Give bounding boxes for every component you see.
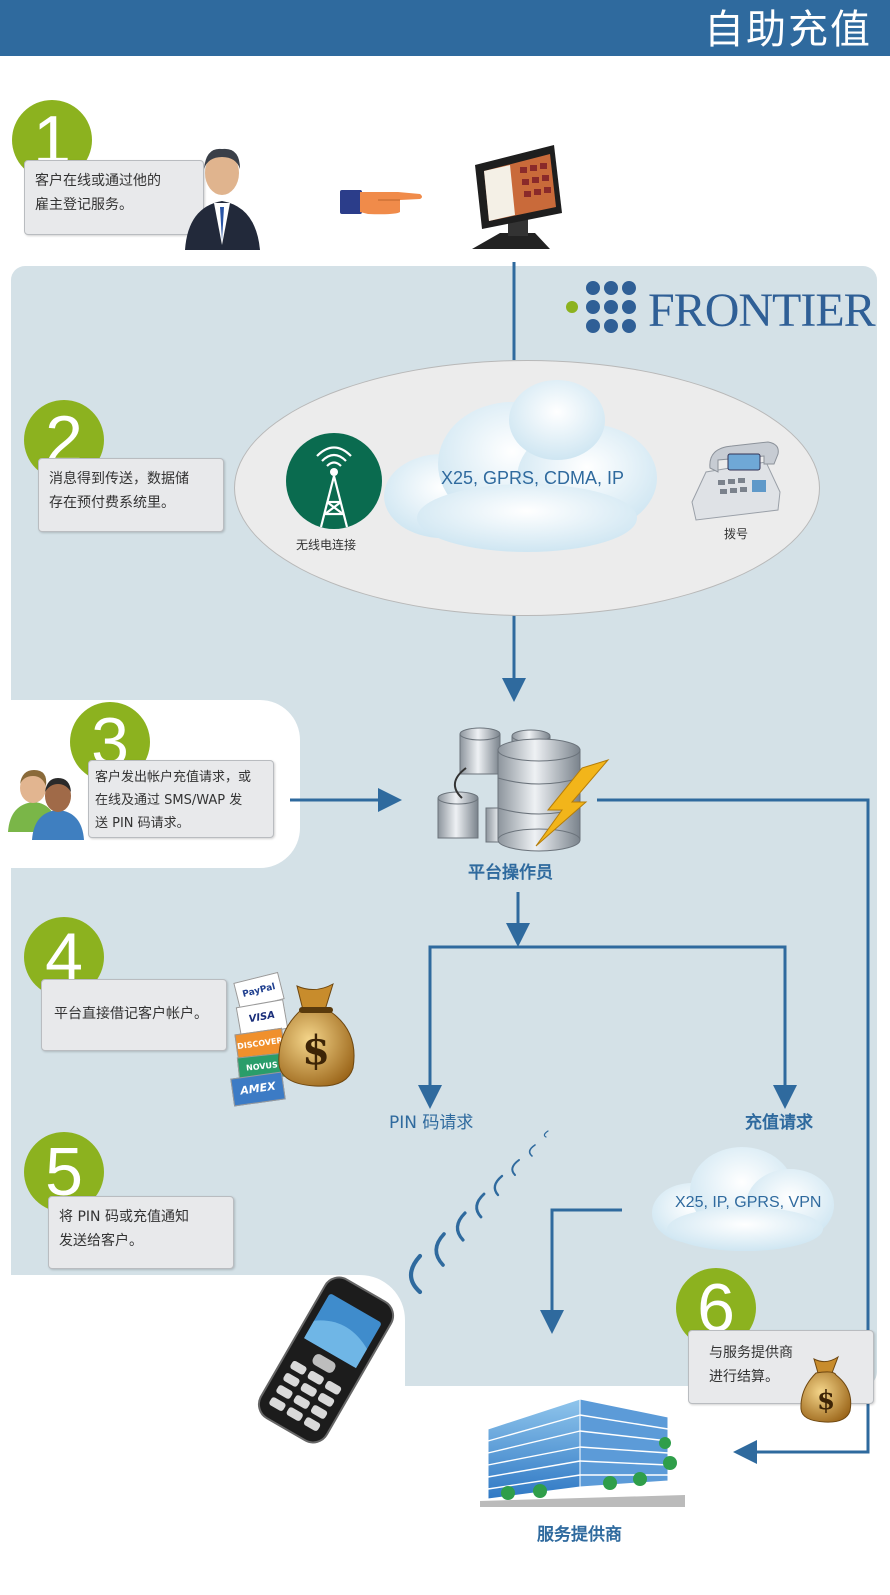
database-server-icon [437, 727, 610, 852]
pos-terminal-icon [472, 145, 562, 249]
step-3-note: 客户发出帐户充值请求，或 在线及通过 SMS/WAP 发 送 PIN 码请求。 [88, 760, 274, 838]
telephone-icon [691, 441, 781, 521]
pin-request-label: PIN 码请求 [389, 1113, 474, 1133]
service-provider-label: 服务提供商 [537, 1525, 622, 1545]
cloud-2-icon [652, 1147, 834, 1251]
header-bar [0, 0, 890, 56]
line-platform-to-provider [597, 798, 870, 1454]
network-cloud-label: X25, GPRS, CDMA, IP [441, 468, 625, 488]
office-building-icon [480, 1398, 685, 1507]
signal-arcs [408, 1130, 549, 1295]
platform-label: 平台操作员 [468, 863, 553, 883]
radio-tower-icon [286, 433, 382, 529]
frontier-logo-text: FRONTIER [648, 284, 876, 337]
money-bag-icon: $ [278, 982, 355, 1087]
small-money-bag-icon: $ [800, 1355, 852, 1423]
svg-text:$: $ [302, 1027, 330, 1074]
frontier-logo-icon [566, 281, 636, 333]
svg-text:$: $ [817, 1386, 835, 1416]
recharge-request-label: 充值请求 [745, 1113, 813, 1133]
page-title: 自助充值 [704, 7, 872, 53]
dialup-label: 拨号 [724, 527, 749, 541]
wireless-label: 无线电连接 [296, 538, 357, 552]
step-5-note: 将 PIN 码或充值通知 发送给客户。 [48, 1196, 234, 1269]
businessman-icon [185, 148, 260, 250]
cloud-2-label: X25, IP, GPRS, VPN [675, 1194, 822, 1211]
cloud-icon [384, 380, 657, 552]
step-4-note: 平台直接借记客户帐户。 [41, 979, 227, 1051]
step-2-note: 消息得到传送，数据储 存在预付费系统里。 [38, 458, 224, 532]
line-cloud-to-provider [550, 1208, 622, 1322]
branch-line [428, 945, 787, 1098]
mobile-phone-icon [257, 1276, 395, 1444]
step-1-note: 客户在线或通过他的 雇主登记服务。 [24, 160, 204, 235]
customers-icon [8, 770, 84, 840]
pointing-hand-icon [340, 190, 422, 215]
